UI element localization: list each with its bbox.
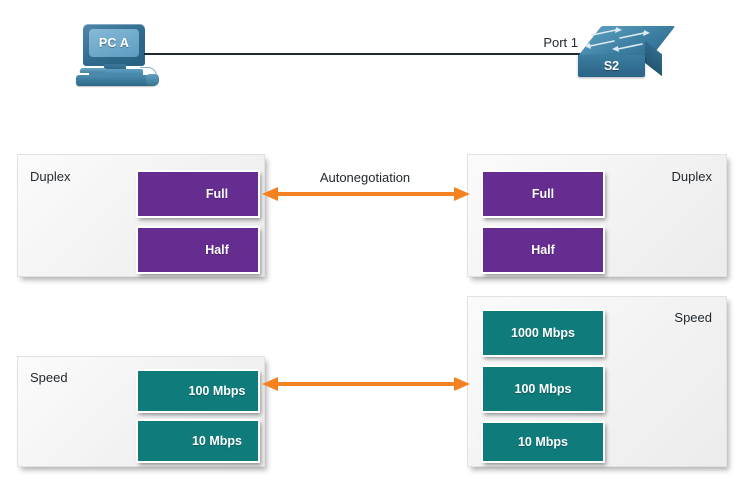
autonegotiation-arrow-speed bbox=[262, 377, 470, 391]
duplex-right-title: Duplex bbox=[671, 169, 712, 184]
autonegotiation-arrow-duplex bbox=[262, 187, 470, 201]
port-1-label: Port 1 bbox=[543, 35, 578, 50]
speed-right-option-10mbps[interactable]: 10 Mbps bbox=[481, 421, 605, 463]
duplex-right-option-half[interactable]: Half bbox=[481, 226, 605, 274]
duplex-left-option-half[interactable]: Half bbox=[136, 226, 260, 274]
switch-s2-node[interactable]: S2 bbox=[578, 26, 676, 80]
duplex-left-option-full[interactable]: Full bbox=[136, 170, 260, 218]
pc-screen bbox=[89, 29, 139, 57]
autonegotiation-label: Autonegotiation bbox=[319, 170, 411, 185]
duplex-left-title: Duplex bbox=[30, 169, 71, 184]
ethernet-link-line bbox=[144, 53, 582, 55]
pc-keyboard-icon bbox=[79, 68, 107, 73]
speed-panel-left: Speed 100 Mbps 10 Mbps bbox=[17, 356, 265, 467]
switch-s2-label: S2 bbox=[603, 59, 620, 73]
pc-mouse-icon bbox=[146, 74, 159, 86]
speed-left-title: Speed bbox=[30, 370, 68, 385]
pc-chassis bbox=[76, 75, 156, 86]
pc-a-node[interactable]: PC A bbox=[70, 24, 162, 86]
speed-right-title: Speed bbox=[674, 310, 712, 325]
speed-right-option-100mbps[interactable]: 100 Mbps bbox=[481, 365, 605, 413]
duplex-right-option-full[interactable]: Full bbox=[481, 170, 605, 218]
speed-left-option-100mbps[interactable]: 100 Mbps bbox=[136, 369, 260, 413]
pc-a-label: PC A bbox=[98, 36, 130, 50]
switch-front-face bbox=[578, 55, 645, 77]
pc-mouse-cord bbox=[140, 67, 157, 79]
speed-right-option-1000mbps[interactable]: 1000 Mbps bbox=[481, 309, 605, 357]
duplex-panel-right: Duplex Full Half bbox=[467, 154, 727, 277]
switch-arrows-icon bbox=[586, 27, 650, 52]
speed-left-option-10mbps[interactable]: 10 Mbps bbox=[136, 419, 260, 463]
pc-monitor-base bbox=[89, 69, 143, 77]
network-topology: PC A Port 1 S2 bbox=[0, 0, 742, 110]
pc-monitor-stand bbox=[104, 64, 126, 71]
speed-panel-right: Speed 1000 Mbps 100 Mbps 10 Mbps bbox=[467, 296, 727, 467]
duplex-panel-left: Duplex Full Half bbox=[17, 154, 265, 277]
